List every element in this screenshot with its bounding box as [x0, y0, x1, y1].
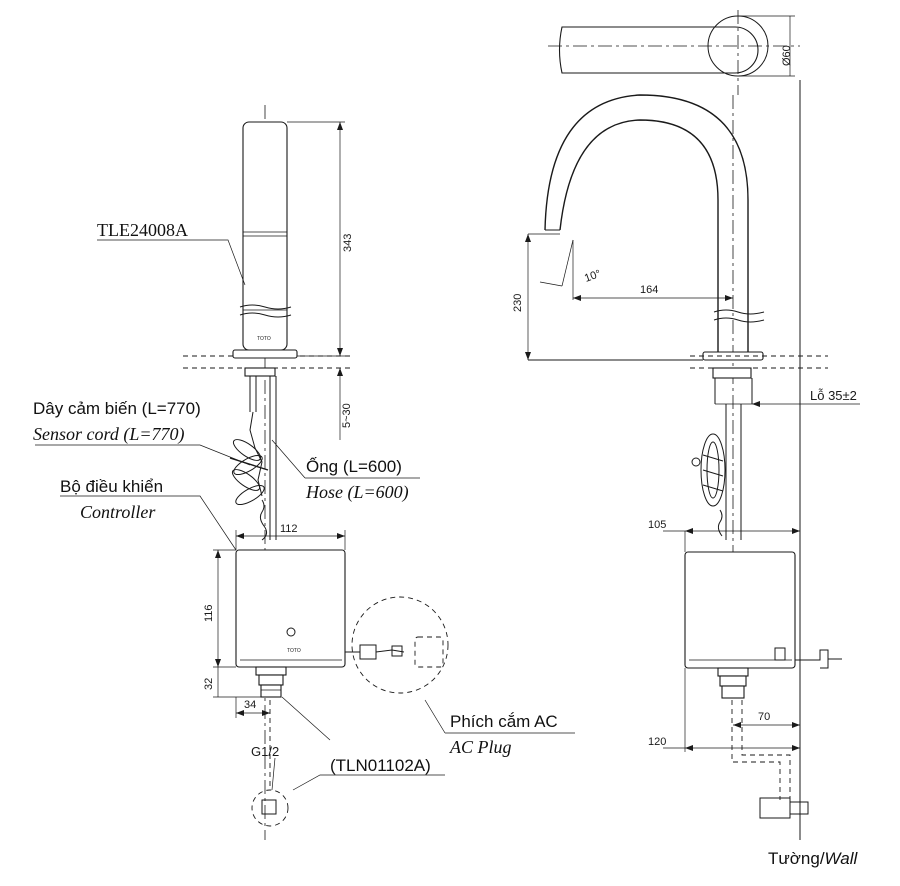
dim-outlet-height: 230 — [512, 294, 524, 312]
label-wall-vi-text: Tường/ — [768, 849, 825, 868]
label-hole: Lỗ 35±2 — [810, 388, 857, 403]
stop-valve-detail — [251, 700, 289, 827]
controller-box: TOTO — [235, 549, 346, 698]
controller-side — [684, 551, 842, 699]
label-wall-vi: Tường/Wall — [768, 849, 859, 868]
label-ac-plug-en: AC Plug — [449, 737, 512, 757]
label-sensor-cord-vi: Dây cảm biến (L=770) — [33, 399, 201, 418]
dim-controller-depth: 105 — [648, 519, 666, 531]
dim-valve-offset: 70 — [758, 711, 770, 723]
dim-spout-angle: 10° — [583, 268, 603, 285]
label-controller-en: Controller — [80, 502, 156, 522]
label-model-valve: (TLN01102A) — [330, 756, 431, 775]
label-controller-vi: Bộ điều khiển — [60, 477, 163, 496]
dim-controller-width: 112 — [280, 523, 298, 535]
dim-body-diameter: Ø60 — [781, 45, 793, 66]
dim-wall-distance: 120 — [648, 736, 666, 748]
label-hose-vi: Ống (L=600) — [306, 456, 402, 476]
label-hose-en: Hose (L=600) — [305, 482, 409, 503]
front-view: TOTO TOTO — [33, 105, 575, 840]
dim-fitting-height: 32 — [203, 678, 215, 690]
ac-plug-detail — [345, 596, 449, 694]
dim-fitting-offset: 34 — [244, 699, 256, 711]
top-view-spout: Ø60 — [548, 10, 800, 95]
svg-text:TOTO: TOTO — [287, 648, 301, 654]
gooseneck-spout — [544, 94, 765, 560]
faucet-body: TOTO — [239, 121, 292, 351]
side-view: Ø60 — [512, 10, 860, 868]
label-model-faucet: TLE24008A — [97, 220, 188, 240]
dim-deck-thickness: 5~30 — [341, 403, 353, 428]
label-wall-en: Wall — [825, 849, 859, 868]
label-sensor-cord-en: Sensor cord (L=770) — [33, 424, 184, 445]
dim-controller-height: 116 — [203, 604, 215, 622]
label-ac-plug-vi: Phích cắm AC — [450, 712, 558, 731]
dim-spout-reach: 164 — [640, 284, 658, 296]
label-thread: G1/2 — [251, 744, 279, 759]
dim-spout-height: 343 — [342, 234, 354, 252]
svg-text:TOTO: TOTO — [257, 336, 271, 342]
sensor-cord — [229, 411, 269, 506]
